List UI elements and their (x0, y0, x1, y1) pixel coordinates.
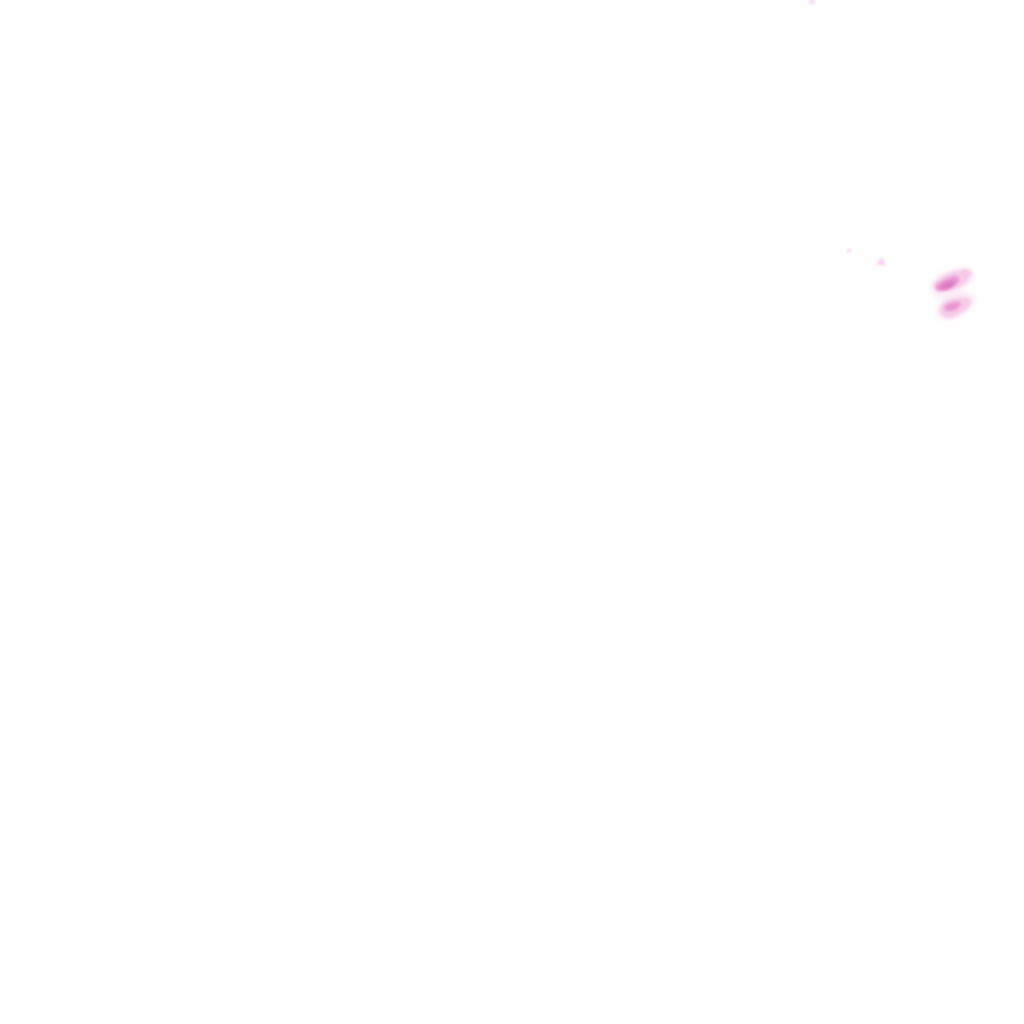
small-stain-fleck (876, 257, 886, 266)
tiny-speck (846, 249, 852, 253)
top-edge-fleck (809, 0, 815, 4)
main-stain-cluster (930, 267, 975, 320)
